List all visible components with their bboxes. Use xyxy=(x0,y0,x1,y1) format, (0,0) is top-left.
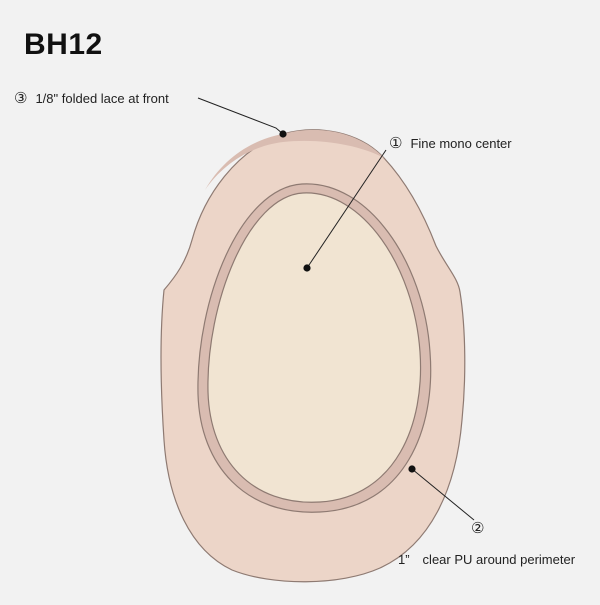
callout-1-text: Fine mono center xyxy=(410,136,512,151)
callout-1-number: ① xyxy=(389,134,403,152)
leader-dot-2 xyxy=(408,465,416,473)
leader-line-1 xyxy=(306,149,387,269)
model-title: BH12 xyxy=(24,28,103,61)
callout-2-number: ② xyxy=(471,519,485,537)
callout-1: ① Fine mono center xyxy=(389,134,512,152)
callout-3-text: 1/8" folded lace at front xyxy=(35,91,169,106)
leader-dot-1 xyxy=(303,264,311,272)
leader-line-3 xyxy=(197,97,284,135)
leader-dot-3 xyxy=(279,130,287,138)
mono-center-shape xyxy=(207,192,422,503)
callout-3-number: ③ xyxy=(14,89,28,107)
leader-line-2 xyxy=(411,468,475,521)
callout-2-text: 1” clear PU around perimeter xyxy=(398,552,576,567)
callout-3: ③ 1/8" folded lace at front xyxy=(14,89,169,107)
